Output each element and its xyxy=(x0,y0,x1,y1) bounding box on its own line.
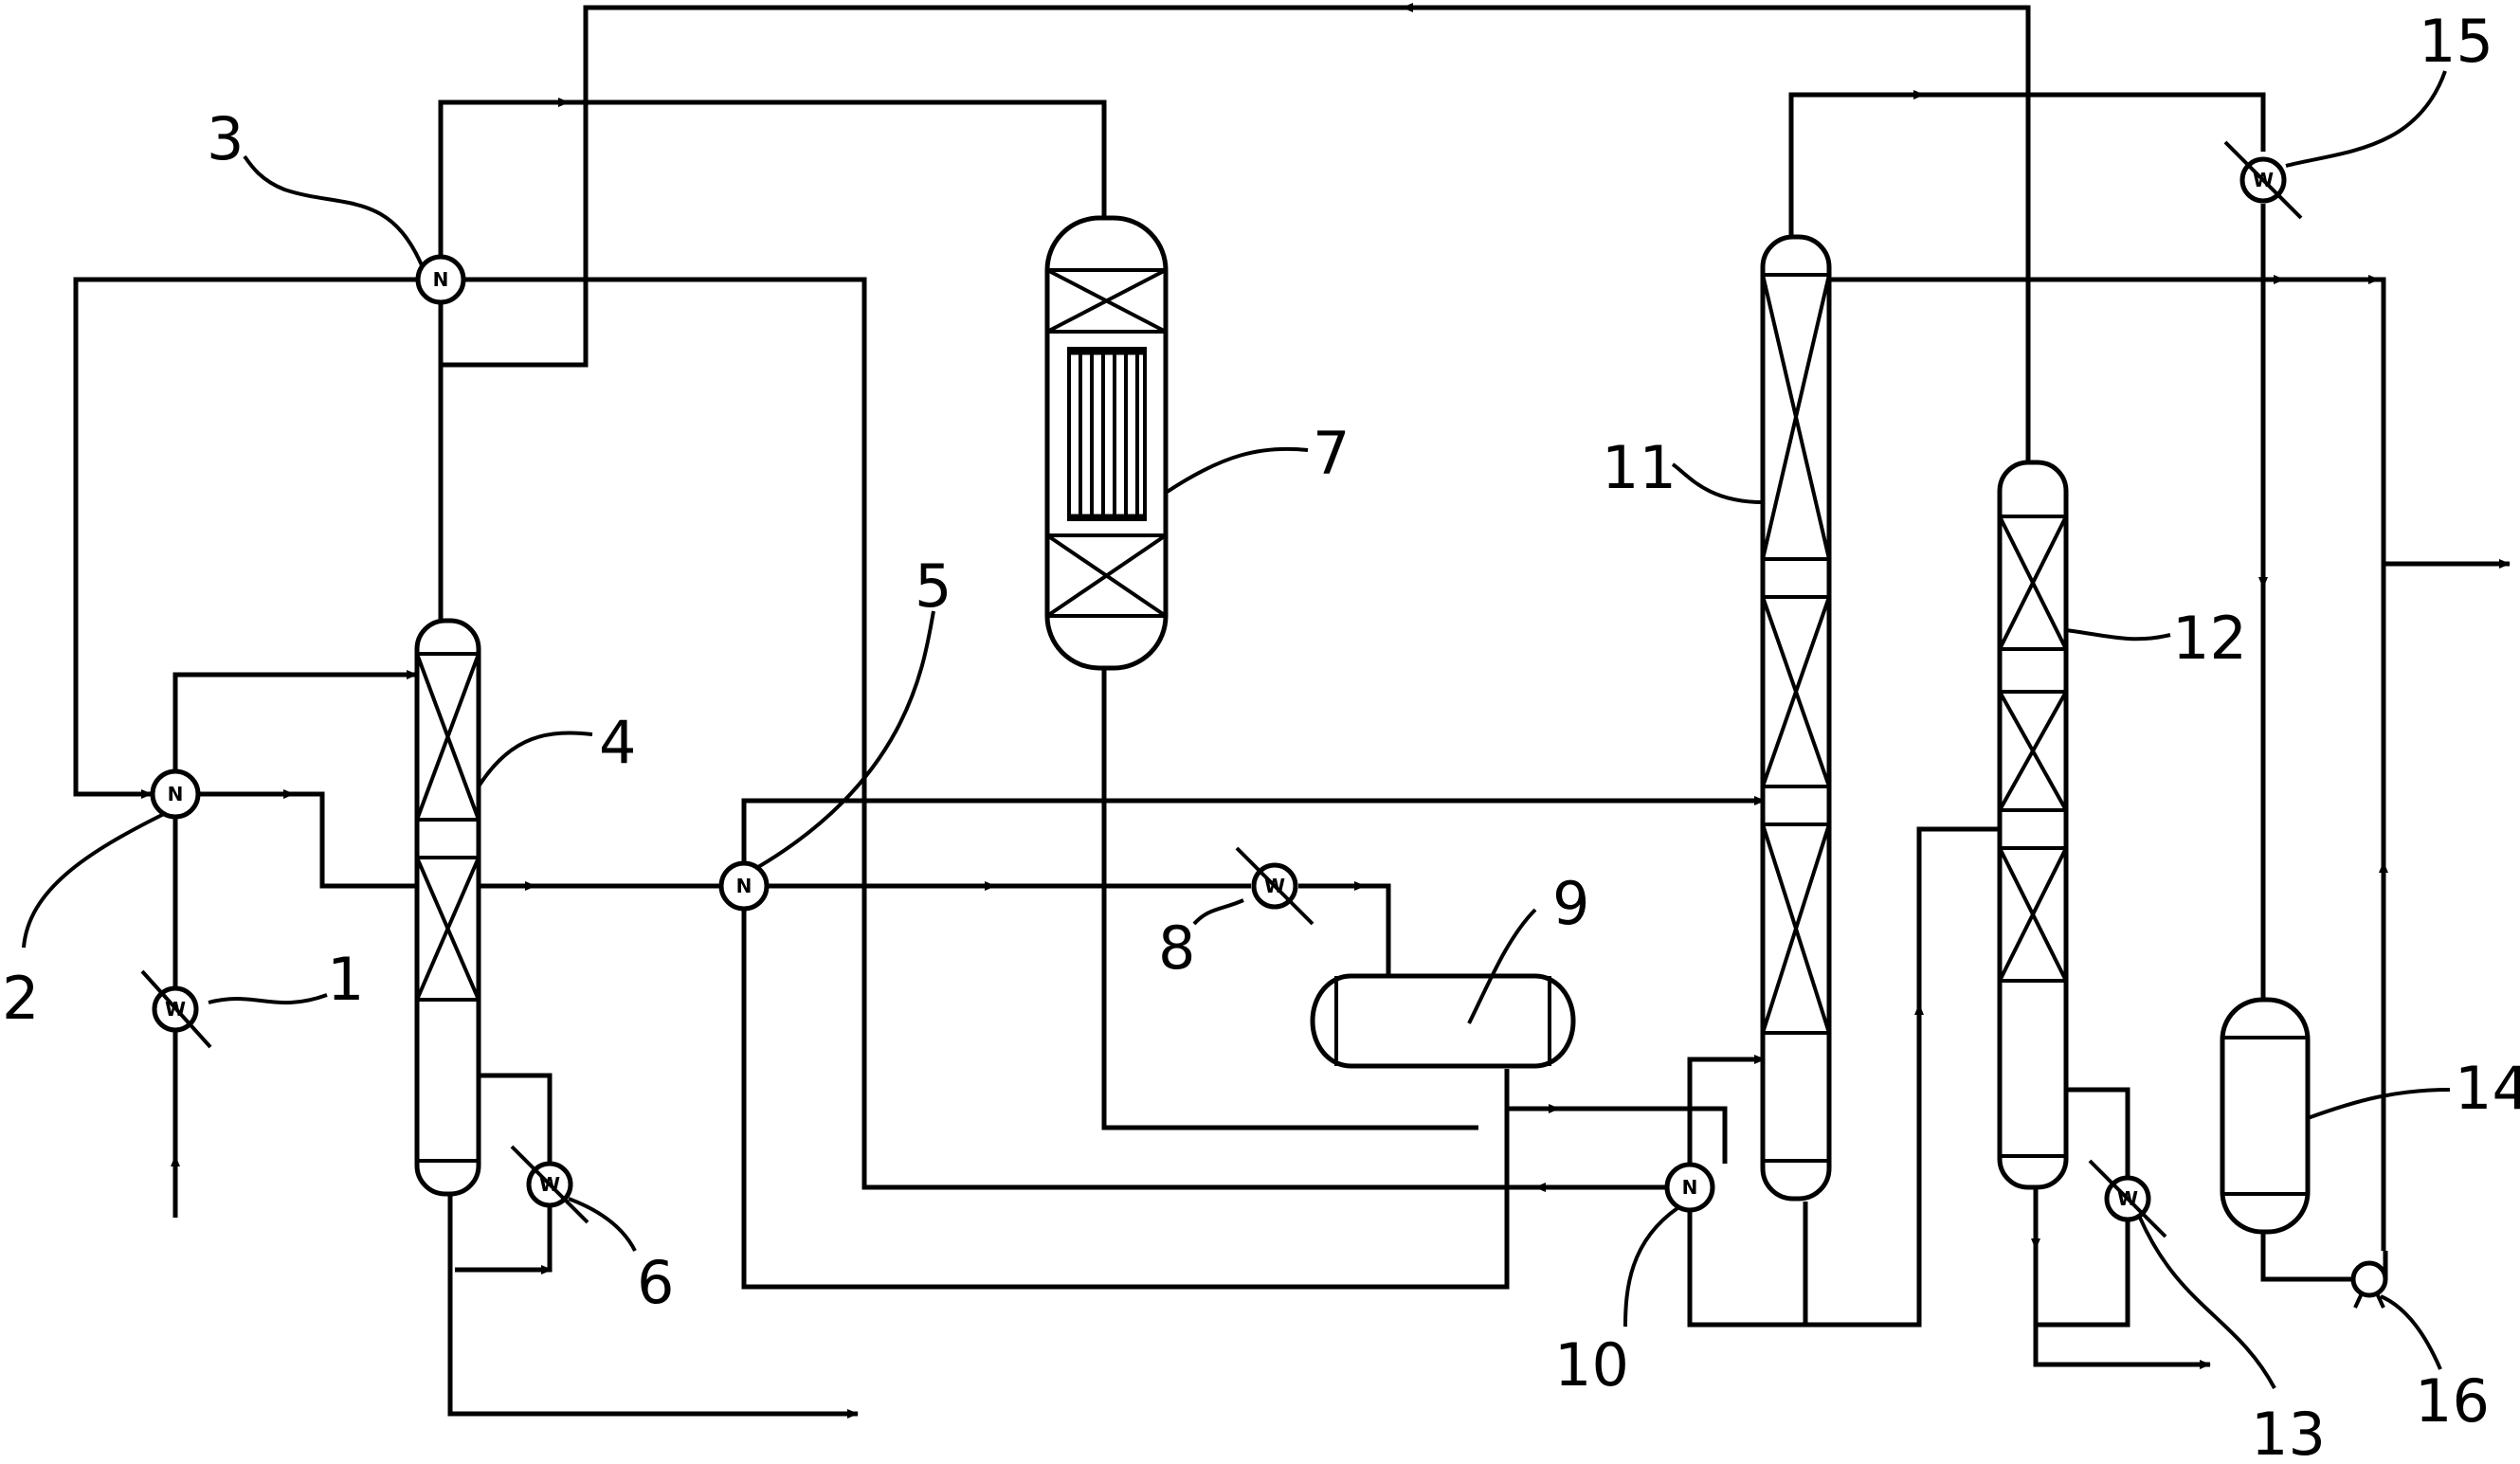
label-16: 16 xyxy=(2415,1366,2490,1436)
label-13: 13 xyxy=(2251,1400,2326,1464)
cooler-8: W xyxy=(1235,846,1314,926)
piping xyxy=(73,2,2511,1419)
coolers: W W W W W xyxy=(140,140,2303,1238)
pipe-5-to-col11 xyxy=(741,798,1763,862)
svg-text:N: N xyxy=(1682,1176,1698,1199)
pipe-5-loop-bottom xyxy=(741,910,1510,1290)
label-14: 14 xyxy=(2455,1054,2520,1123)
heat-exchanger-2: N xyxy=(150,768,201,820)
label-9: 9 xyxy=(1552,869,1589,938)
label-11: 11 xyxy=(1602,433,1677,502)
heat-exchanger-10: N xyxy=(1664,1162,1715,1213)
label-8: 8 xyxy=(1158,913,1195,983)
pipe-8-to-9 xyxy=(1298,883,1391,976)
number-labels: 1 2 3 4 5 6 7 8 9 10 11 12 13 14 15 16 xyxy=(2,7,2520,1464)
pipe-col11-top xyxy=(1788,92,2266,242)
label-6: 6 xyxy=(637,1248,674,1317)
svg-text:N: N xyxy=(736,875,752,897)
label-3: 3 xyxy=(207,104,244,173)
column-11 xyxy=(1760,234,1832,1202)
reactor-tube-bundle xyxy=(1067,347,1147,521)
cooler-6: W xyxy=(510,1145,589,1224)
heat-exchanger-5: N xyxy=(718,860,770,912)
label-4: 4 xyxy=(599,708,636,777)
pipe-vessel9-to-10 xyxy=(1507,1106,1728,1164)
pipe-3-to-reactor xyxy=(438,99,1107,256)
pipe-3-right-down xyxy=(464,277,1666,1190)
pipe-top-return xyxy=(441,5,2031,464)
pump-16 xyxy=(2350,1251,2388,1309)
leader-lines xyxy=(22,70,2451,1389)
label-10: 10 xyxy=(1554,1330,1629,1400)
reactor-7 xyxy=(1044,215,1169,671)
vessel-9 xyxy=(1310,973,1576,1069)
pipe-14-to-pump xyxy=(2260,1232,2353,1282)
column-4 xyxy=(414,618,481,1197)
cooler-15: W xyxy=(2223,140,2303,220)
label-2: 2 xyxy=(2,964,39,1033)
svg-text:N: N xyxy=(433,268,449,291)
svg-text:N: N xyxy=(168,783,184,805)
label-12: 12 xyxy=(2172,604,2247,673)
label-5: 5 xyxy=(915,551,952,621)
label-7: 7 xyxy=(1313,419,1350,488)
cooler-1: W xyxy=(140,969,212,1049)
heat-exchanger-3: N xyxy=(415,254,466,305)
pipe-3-left-loop xyxy=(73,277,417,797)
column-12 xyxy=(1997,460,2069,1190)
cooler-13: W xyxy=(2088,1159,2167,1238)
pipe-reactor-bottom xyxy=(1101,665,1478,1130)
label-1: 1 xyxy=(327,945,364,1014)
heat-exchangers: N N N N xyxy=(150,254,1715,1213)
pipe-10-bottom-loop xyxy=(1687,826,2000,1328)
pipe-col4-bottom xyxy=(447,1184,858,1417)
vessel-14 xyxy=(2220,997,2311,1235)
label-15: 15 xyxy=(2419,7,2493,76)
pipe-2-to-col4-upper xyxy=(172,672,417,768)
pipe-col11-overhead xyxy=(1829,277,2386,1251)
pipe-2-to-col4-mid xyxy=(199,791,417,889)
